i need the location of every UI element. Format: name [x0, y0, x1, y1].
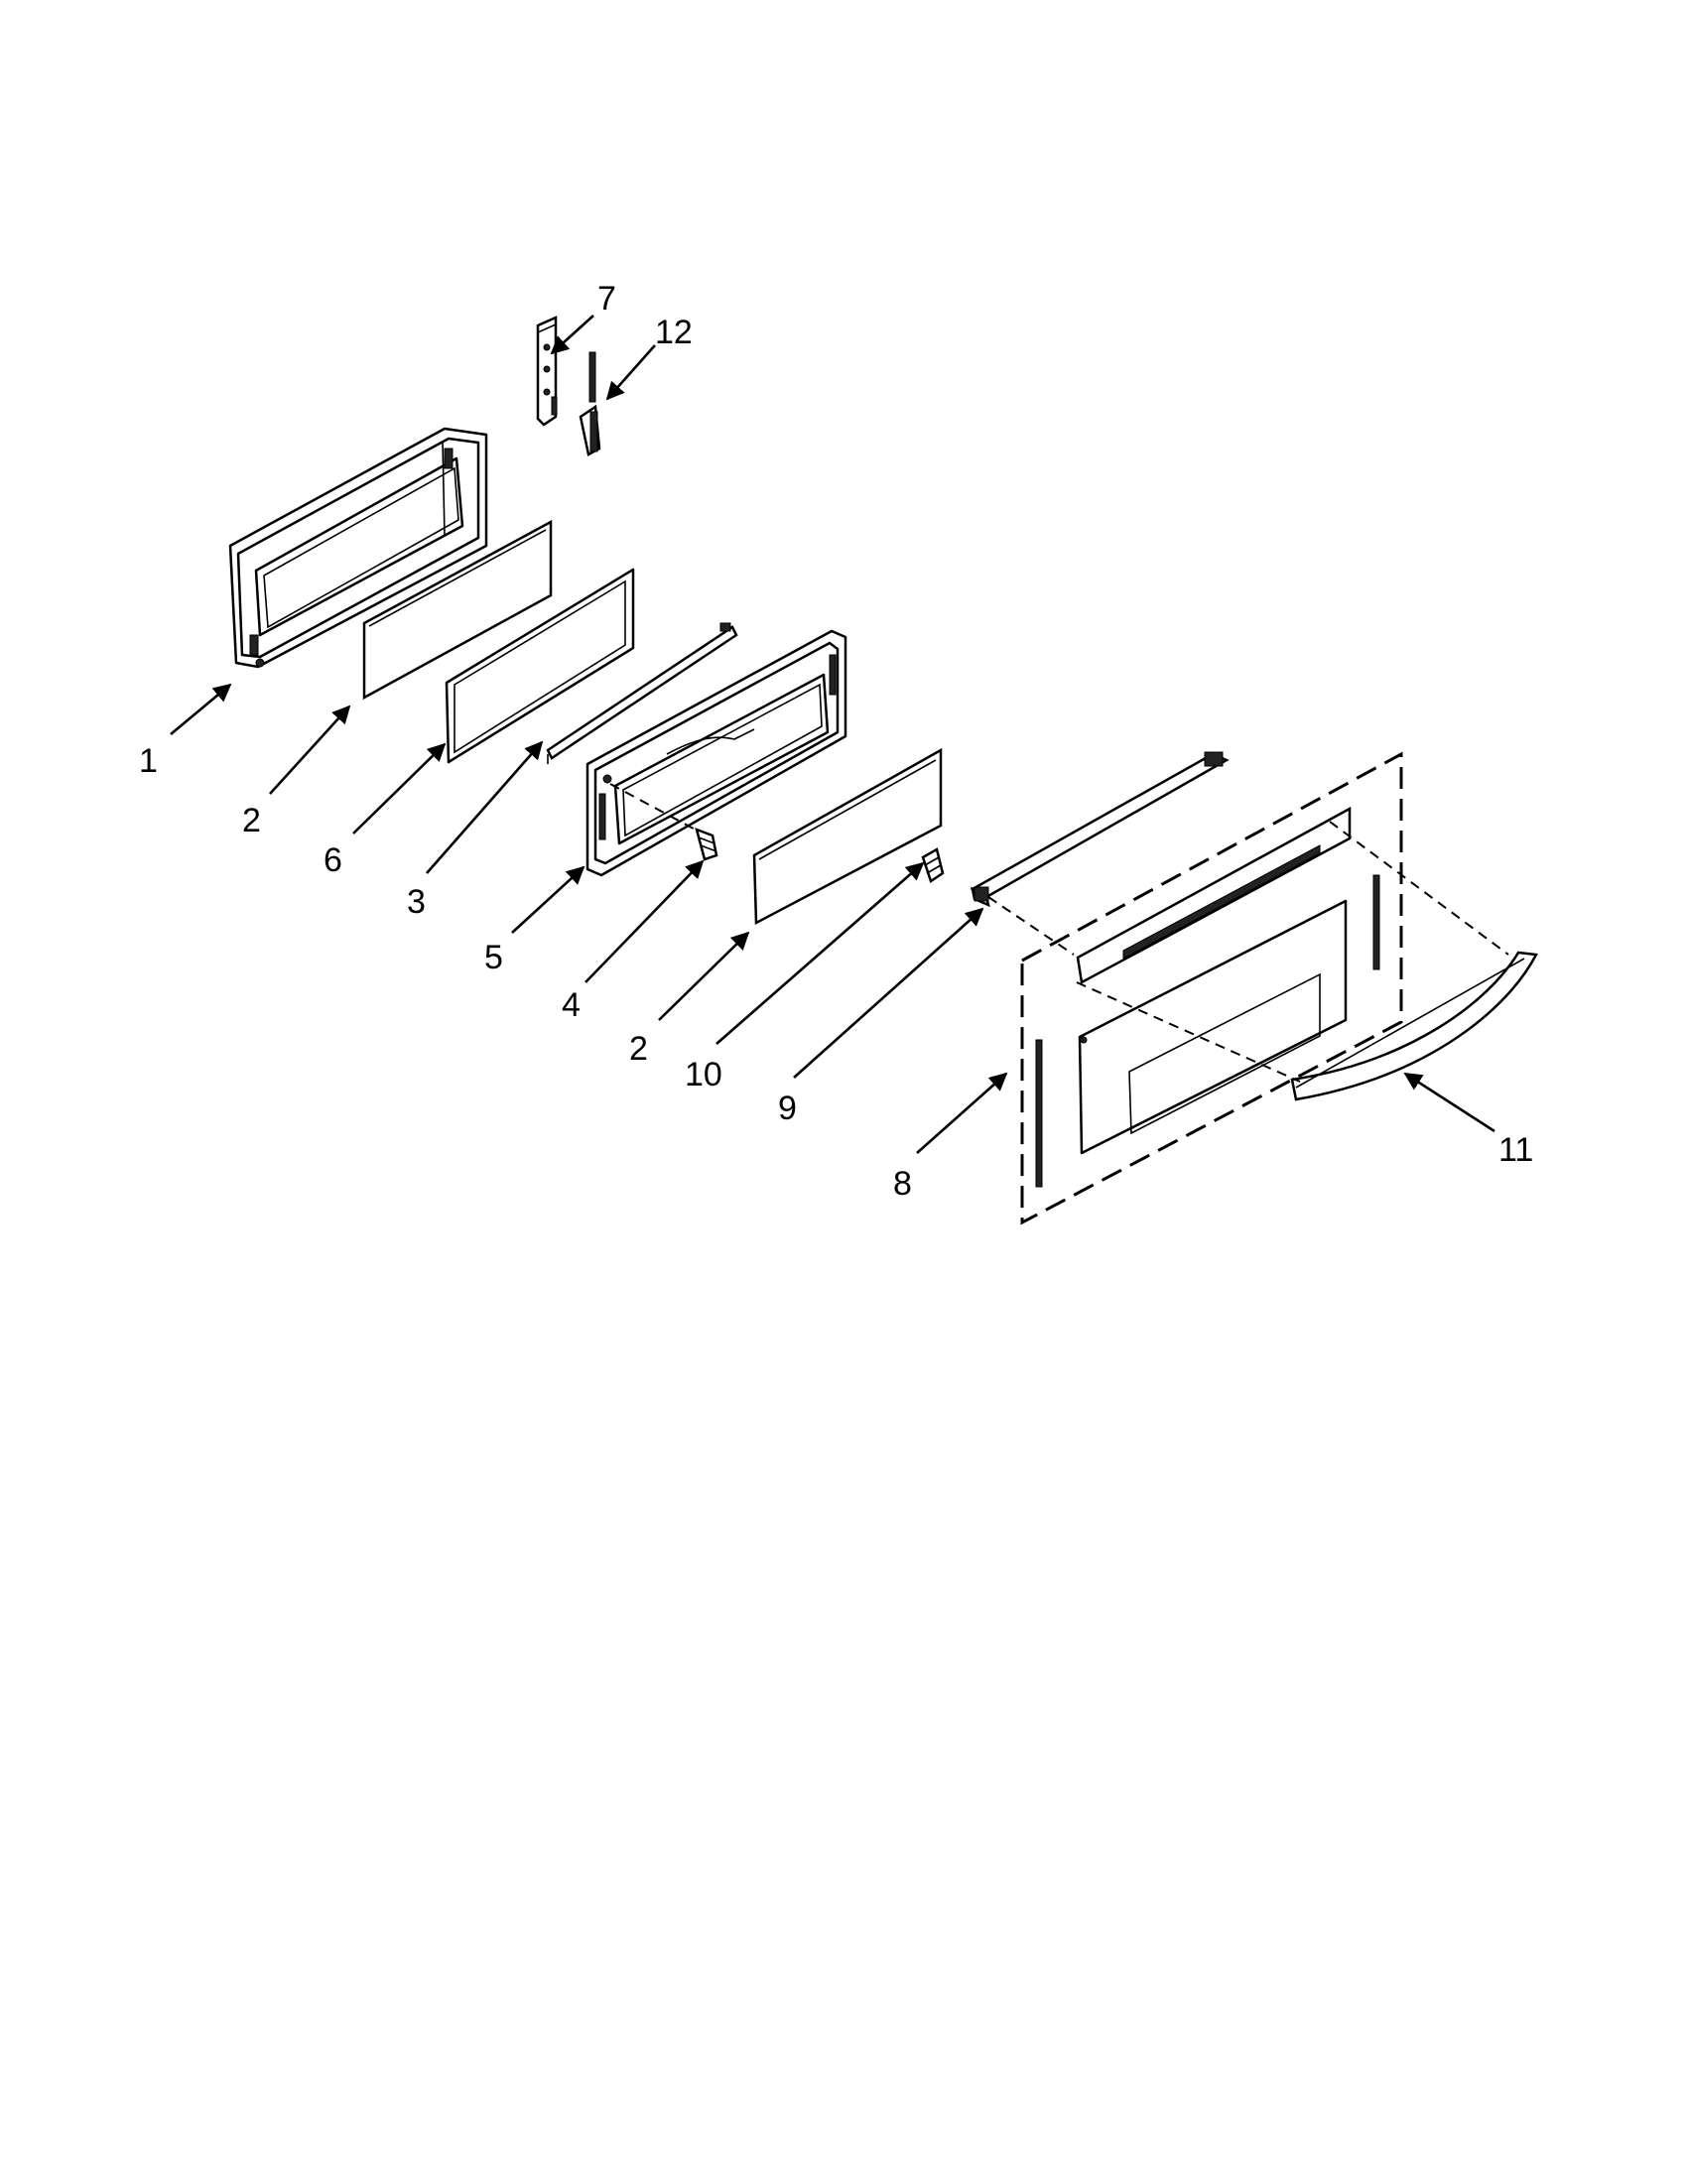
part-hinge-pin	[579, 351, 601, 456]
callout-7: 7	[597, 280, 616, 318]
part-hinge-bracket	[536, 316, 558, 427]
callout-12: 12	[655, 314, 693, 351]
callout-2-lower: 2	[629, 1030, 648, 1068]
part-screw-4	[609, 783, 718, 861]
part-outer-door-panel	[1020, 751, 1403, 1225]
part-glass-panel-upper	[362, 519, 553, 701]
callout-labels: 1 2 6 3 5 4 2 10 9 8 11 7 12	[139, 280, 1533, 1203]
part-glass-panel-lower	[752, 747, 943, 926]
callout-10: 10	[685, 1056, 722, 1093]
part-outer-door-frame	[585, 629, 847, 877]
part-glass-gasket	[445, 568, 635, 764]
part-inner-door-frame	[228, 427, 488, 669]
callout-11: 11	[1498, 1131, 1533, 1169]
leader-arrows	[170, 315, 1495, 1154]
callout-5: 5	[484, 939, 503, 976]
callout-1: 1	[139, 742, 158, 780]
callout-3: 3	[407, 883, 426, 921]
callout-2-upper: 2	[242, 802, 261, 839]
part-screw-10	[921, 847, 945, 883]
callout-4: 4	[562, 986, 581, 1024]
callout-6: 6	[324, 841, 342, 879]
part-trim-strip	[546, 622, 738, 764]
part-door-handle	[1290, 951, 1538, 1101]
assembly-guide-lines	[987, 821, 1509, 1083]
callout-8: 8	[893, 1165, 912, 1203]
callout-9: 9	[778, 1090, 797, 1127]
part-handle-bracket	[970, 751, 1230, 908]
